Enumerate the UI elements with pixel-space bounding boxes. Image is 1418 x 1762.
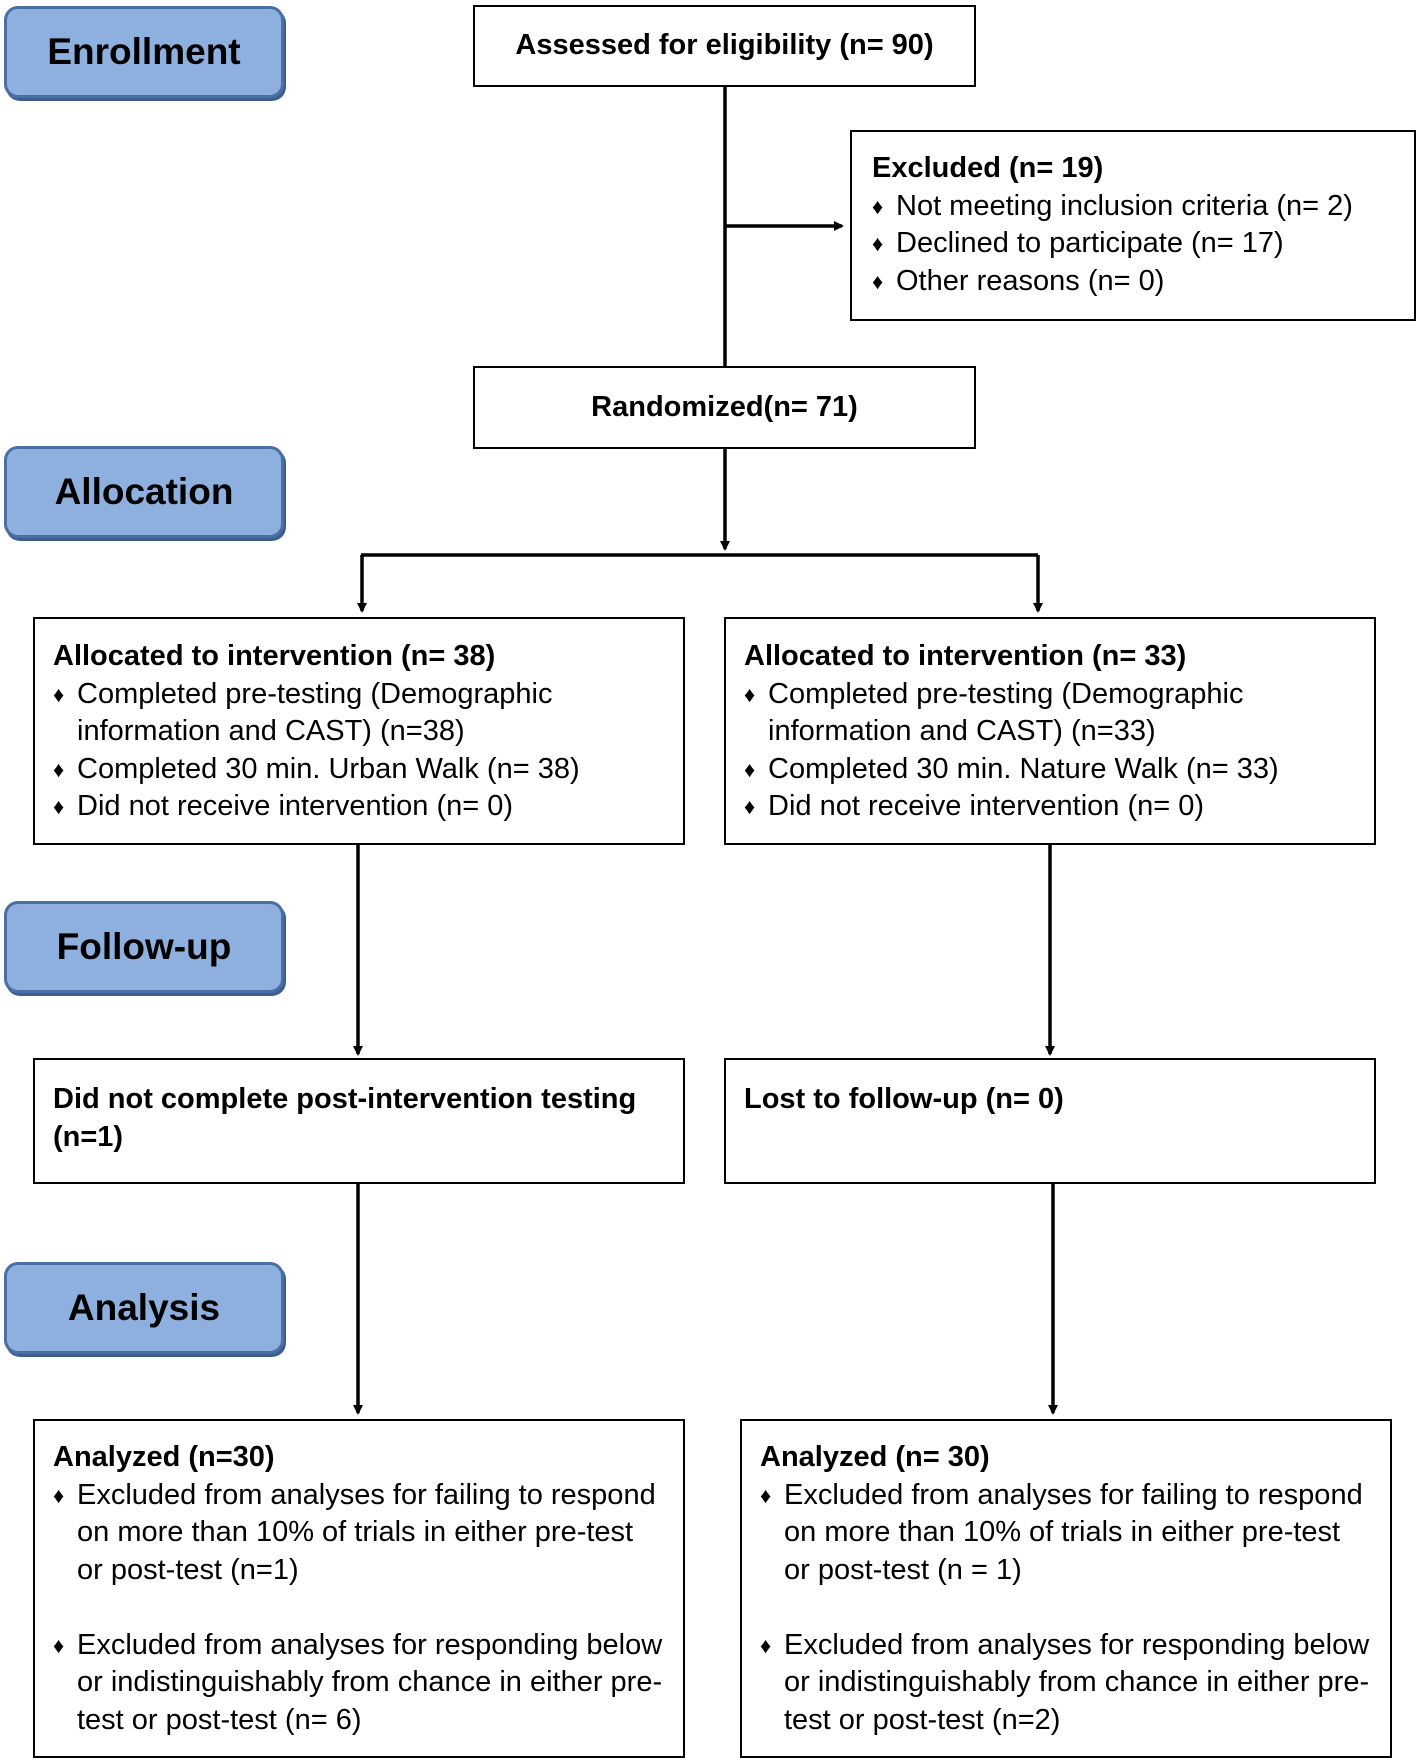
followup-right-text: Lost to follow-up (n= 0) (744, 1083, 1064, 1115)
randomized-box: Randomized(n= 71) (473, 366, 976, 449)
analysis-left-item: Excluded from analyses for responding be… (53, 1627, 665, 1740)
phase-allocation-label: Allocation (4, 446, 284, 538)
excluded-item: Declined to participate (n= 17) (872, 225, 1414, 263)
phase-analysis-label: Analysis (4, 1262, 284, 1354)
allocation-right-item: Did not receive intervention (n= 0) (744, 788, 1356, 826)
excluded-box: Excluded (n= 19) Not meeting inclusion c… (850, 130, 1416, 321)
analysis-right-title: Analyzed (n= 30) (760, 1441, 990, 1473)
followup-right-box: Lost to follow-up (n= 0) (724, 1058, 1376, 1184)
phase-followup-label: Follow-up (4, 901, 284, 993)
allocation-left-item: Completed pre-testing (Demographic infor… (53, 676, 665, 751)
allocation-right-title: Allocated to intervention (n= 33) (744, 640, 1187, 672)
allocation-left-item: Completed 30 min. Urban Walk (n= 38) (53, 751, 665, 789)
excluded-title: Excluded (n= 19) (872, 152, 1104, 184)
analysis-left-box: Analyzed (n=30) Excluded from analyses f… (33, 1419, 685, 1758)
excluded-item: Other reasons (n= 0) (872, 263, 1414, 301)
allocation-right-box: Allocated to intervention (n= 33) Comple… (724, 617, 1376, 845)
assessed-box: Assessed for eligibility (n= 90) (473, 5, 976, 87)
allocation-left-title: Allocated to intervention (n= 38) (53, 640, 496, 672)
allocation-right-item: Completed 30 min. Nature Walk (n= 33) (744, 751, 1356, 789)
phase-enrollment-label: Enrollment (4, 6, 284, 98)
analysis-left-item: Excluded from analyses for failing to re… (53, 1477, 665, 1590)
followup-left-text: Did not complete post-intervention testi… (53, 1083, 637, 1153)
analysis-right-box: Analyzed (n= 30) Excluded from analyses … (740, 1419, 1392, 1758)
allocation-left-item: Did not receive intervention (n= 0) (53, 788, 665, 826)
assessed-text: Assessed for eligibility (n= 90) (515, 29, 934, 62)
allocation-right-item: Completed pre-testing (Demographic infor… (744, 676, 1356, 751)
excluded-item: Not meeting inclusion criteria (n= 2) (872, 188, 1414, 226)
allocation-left-box: Allocated to intervention (n= 38) Comple… (33, 617, 685, 845)
followup-left-box: Did not complete post-intervention testi… (33, 1058, 685, 1184)
analysis-left-title: Analyzed (n=30) (53, 1441, 275, 1473)
randomized-text: Randomized(n= 71) (591, 390, 858, 423)
analysis-right-item: Excluded from analyses for failing to re… (760, 1477, 1372, 1590)
analysis-right-item: Excluded from analyses for responding be… (760, 1627, 1372, 1740)
